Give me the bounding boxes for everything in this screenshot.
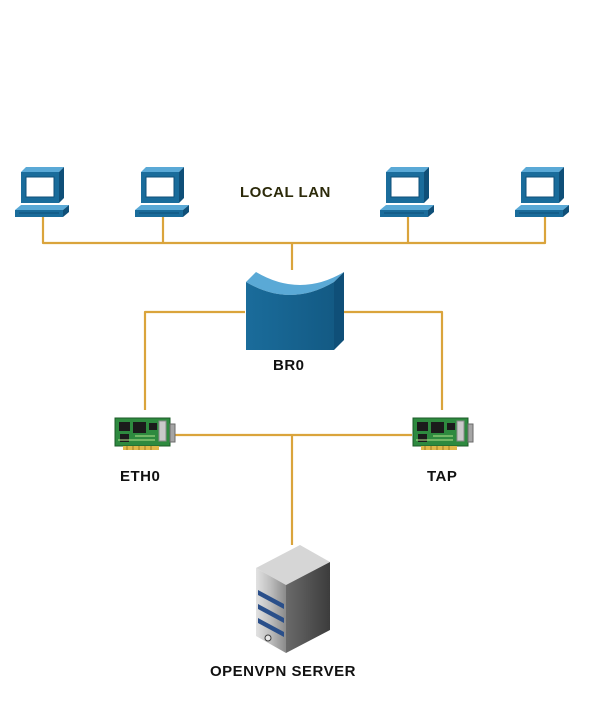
computer-icon xyxy=(514,166,570,218)
lan-bus xyxy=(41,215,547,245)
links xyxy=(41,215,547,545)
tap-label: TAP xyxy=(427,468,458,485)
server-icon xyxy=(256,545,330,653)
computer-icon xyxy=(379,166,435,218)
eth0-nic-icon xyxy=(114,417,176,451)
local-lan-label: LOCAL LAN xyxy=(240,184,331,201)
bridge-label: BR0 xyxy=(273,357,305,374)
bridge-icon xyxy=(246,272,344,350)
bridge-to-tap xyxy=(340,310,444,410)
computer-icon xyxy=(14,166,70,218)
tap-nic-icon xyxy=(412,417,474,451)
computer-icon xyxy=(134,166,190,218)
openvpn-server-label: OPENVPN SERVER xyxy=(210,663,356,680)
bridge-to-eth0 xyxy=(143,310,245,410)
eth0-label: ETH0 xyxy=(120,468,161,485)
